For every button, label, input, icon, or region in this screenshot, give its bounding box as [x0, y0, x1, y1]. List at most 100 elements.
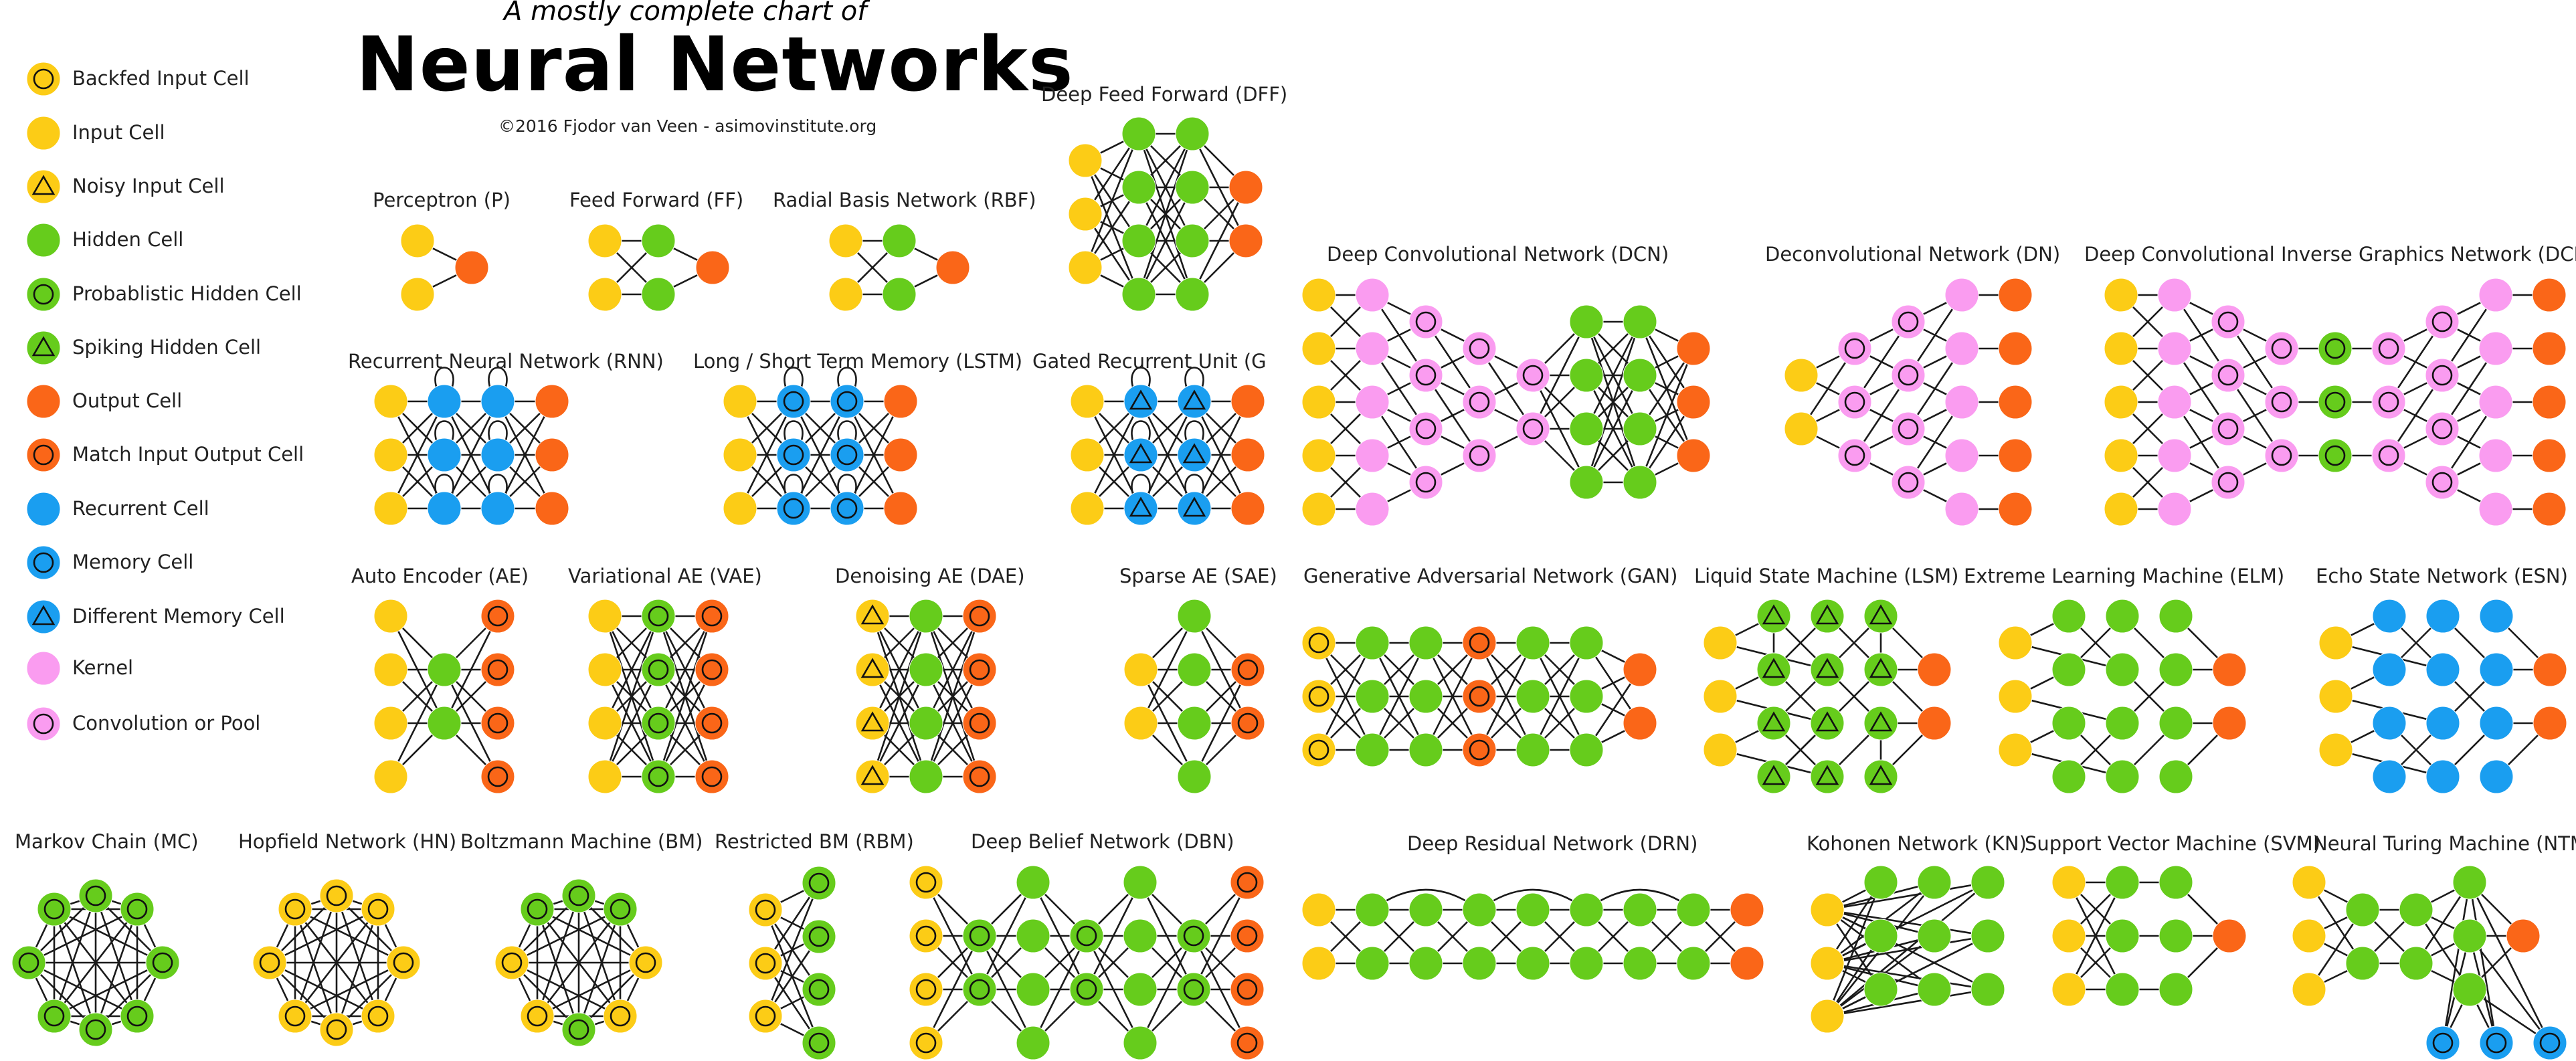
output-cell [1623, 652, 1657, 687]
input-cell [1703, 733, 1738, 767]
hidden-cell [1121, 116, 1156, 151]
input-cell [373, 438, 408, 472]
backfed-input-cell [252, 945, 287, 980]
hidden-cell [1515, 946, 1550, 981]
hidden-cell [1355, 946, 1390, 981]
backfed-input-cell-icon [26, 62, 61, 96]
input-cell-icon [26, 116, 61, 151]
recurrent-cell [2425, 706, 2460, 741]
connection-edge [1532, 642, 1588, 751]
hidden-cell [2452, 919, 2487, 953]
input-cell [373, 491, 408, 526]
hidden-cell [1623, 304, 1657, 339]
input-cell [1810, 946, 1845, 981]
connection-edge [764, 882, 820, 1017]
recurrent-cell [427, 491, 462, 526]
chart-subtitle: A mostly complete chart of [504, 0, 867, 27]
probablistic-hidden-cell [120, 892, 155, 927]
memory-cell [830, 491, 864, 526]
hidden-cell [1569, 946, 1604, 981]
input-cell [723, 491, 757, 526]
recurrent-cell [427, 384, 462, 419]
connection-edge [1826, 882, 1882, 1017]
hidden-cell [882, 223, 917, 258]
output-cell [2506, 919, 2541, 953]
output-cell [2532, 385, 2567, 419]
output-cell [535, 438, 569, 472]
hidden-cell [2051, 759, 2086, 794]
hidden-cell [1863, 972, 1898, 1007]
kernel-cell [1944, 331, 1979, 366]
backfed-input-cell [748, 892, 783, 927]
hidden-cell [2158, 599, 2193, 634]
match-input-output-cell [1462, 679, 1497, 714]
hidden-cell [2158, 652, 2193, 687]
input-cell [1070, 491, 1105, 526]
hidden-cell [1016, 1026, 1050, 1060]
connection-edge [1585, 321, 1641, 483]
hidden-cell [2105, 706, 2140, 741]
probablistic-hidden-cell [1069, 972, 1104, 1007]
hidden-cell [1569, 625, 1604, 660]
hidden-cell [1917, 972, 1952, 1007]
output-cell [1676, 385, 1711, 419]
title-neural-turing-machine: Neural Turing Machine (NTM) [2313, 832, 2576, 855]
output-cell [2533, 652, 2567, 687]
backfed-input-cell [748, 999, 783, 1034]
probablistic-hidden-cell [641, 652, 676, 687]
title-gated-recurrent-unit: Gated Recurrent Unit (GRU) [1032, 350, 1267, 373]
input-cell [373, 759, 408, 794]
probablistic-hidden-cell [561, 1012, 596, 1047]
backfed-input-cell [278, 892, 312, 927]
backfed-input-cell [520, 999, 555, 1034]
probablistic-hidden-cell [1176, 919, 1211, 953]
title-boltzmann-machine: Boltzmann Machine (BM) [460, 830, 703, 853]
spiking-hidden-cell-icon [26, 330, 61, 365]
hidden-cell [1016, 919, 1050, 953]
hidden-cell [1623, 411, 1657, 446]
backfed-input-cell [909, 919, 943, 953]
match-input-output-cell [962, 759, 997, 794]
kernel-cell [1355, 492, 1390, 526]
probablistic-hidden-cell [603, 892, 638, 927]
convolution-or-pool-cell [1837, 438, 1872, 473]
hidden-cell [2051, 652, 2086, 687]
recurrent-cell-icon [26, 492, 61, 526]
input-cell [2292, 972, 2326, 1007]
spiking-hidden-cell [1756, 759, 1791, 794]
legend-label-noisy-input-cell: Noisy Input Cell [72, 175, 225, 197]
recurrent-cell [427, 438, 462, 472]
noisy-input-cell [855, 652, 890, 687]
hidden-cell [1970, 865, 2005, 900]
connection-edge [657, 615, 713, 777]
connection-edge [1424, 642, 1481, 751]
backfed-input-cell [1301, 733, 1336, 767]
legend-label-input-cell: Input Cell [72, 121, 165, 144]
output-cell [1623, 706, 1657, 741]
probablistic-hidden-cell [78, 1012, 113, 1047]
different-memory-cell-icon [26, 599, 61, 634]
title-deep-feed-forward: Deep Feed Forward (DFF) [1041, 83, 1288, 106]
convolution-or-pool-cell [1462, 331, 1497, 366]
convolution-or-pool-cell [2264, 438, 2299, 473]
spiking-hidden-cell [1810, 706, 1845, 741]
kernel-cell [2157, 385, 2192, 419]
title-hopfield-network: Hopfield Network (HN) [238, 830, 457, 853]
kernel-cell [1944, 438, 1979, 473]
hidden-cell [1355, 733, 1390, 767]
output-cell [695, 250, 730, 285]
input-cell [1301, 385, 1336, 419]
connection-edge [1139, 615, 1196, 724]
output-cell-icon [26, 384, 61, 419]
output-cell [1998, 331, 2033, 366]
memory-cell [830, 438, 864, 472]
probablistic-hidden-cell [120, 999, 155, 1034]
kernel-cell [2478, 438, 2513, 473]
hidden-cell [2452, 865, 2487, 900]
legend-label-memory-cell: Memory Cell [72, 551, 194, 573]
output-cell [1230, 491, 1265, 526]
spiking-hidden-cell [1863, 599, 1898, 634]
hidden-cell [1569, 465, 1604, 500]
match-input-output-cell [1230, 652, 1265, 687]
hidden-cell [1177, 652, 1212, 687]
